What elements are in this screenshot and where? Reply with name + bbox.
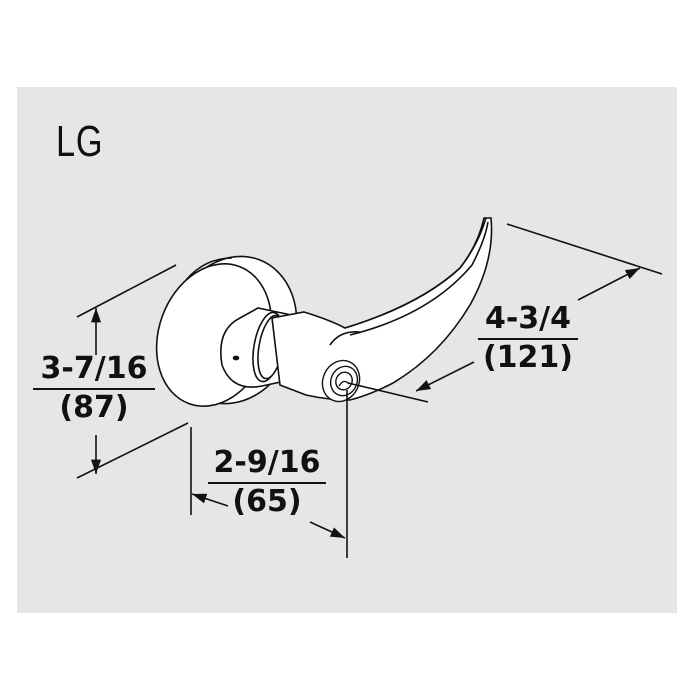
depth-metric: (65) [232, 484, 302, 519]
length-dimension-lines [347, 223, 663, 403]
depth-dimension-label: 2-9/16 (65) [208, 446, 326, 520]
length-metric: (121) [482, 340, 574, 375]
lever-arm [271, 217, 493, 401]
depth-imperial: 2-9/16 [208, 446, 326, 484]
length-dimension-label: 4-3/4 (121) [478, 302, 578, 376]
height-metric: (87) [59, 390, 129, 425]
height-dimension-lines [76, 264, 189, 479]
key-cylinder-icon [321, 359, 361, 403]
height-dimension-label: 3-7/16 (87) [33, 352, 155, 426]
depth-dimension-lines [190, 390, 348, 558]
height-imperial: 3-7/16 [33, 352, 155, 390]
model-title: LG [56, 117, 104, 166]
length-imperial: 4-3/4 [478, 302, 578, 340]
